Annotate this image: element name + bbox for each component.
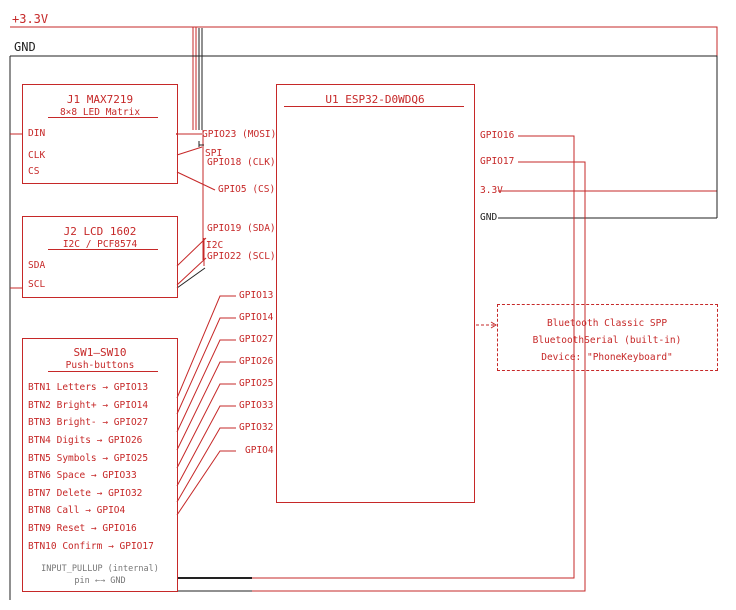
wire-sda — [176, 237, 207, 267]
u1-title: U1 ESP32-D0WDQ6 — [325, 93, 425, 106]
wire-cs — [176, 171, 216, 191]
j2-pin-scl: SCL — [28, 279, 46, 290]
sw-button-10: BTN10 Confirm → GPIO17 — [28, 541, 154, 552]
gnd-rail-label: GND — [14, 40, 36, 54]
sw-button-9: BTN9 Reset → GPIO16 — [28, 523, 137, 534]
sw-note-gnd: pin ←→ GND — [74, 576, 126, 586]
vcc-rail-label: +3.3V — [12, 12, 49, 26]
sw-button-6: BTN6 Space → GPIO33 — [28, 470, 137, 481]
u1-pin-gpio32: GPIO32 — [239, 422, 274, 433]
btn-wire-7 — [176, 427, 236, 503]
wire-gpio16 — [177, 135, 575, 579]
j1-title-underline — [48, 117, 158, 118]
sw-button-1: BTN1 Letters → GPIO13 — [28, 382, 149, 393]
u1-pin-gpio4: GPIO4 — [245, 445, 274, 456]
u1-pin-gnd: GND — [480, 212, 498, 223]
u1-pin-gpio26: GPIO26 — [239, 356, 274, 367]
btn-wire-2 — [176, 317, 236, 415]
sw-title-underline — [48, 371, 158, 372]
j1-pin-din: DIN — [28, 128, 46, 139]
j2-lcd1602-box — [22, 216, 178, 298]
u1-pin-gpio17: GPIO17 — [480, 156, 515, 167]
u1-pin-gpio5: GPIO5 (CS) — [218, 184, 276, 195]
sw-button-8: BTN8 Call → GPIO4 — [28, 505, 126, 516]
btn-wire-1 — [176, 295, 236, 399]
bt-line-1: Bluetooth Classic SPP — [546, 318, 668, 329]
gnd-rail-wire — [10, 55, 718, 218]
u1-pin-gpio25: GPIO25 — [239, 378, 274, 389]
bt-line-3: Device: "PhoneKeyboard" — [541, 352, 673, 363]
u1-pin-gpio13: GPIO13 — [239, 290, 274, 301]
u1-pin-gpio14: GPIO14 — [239, 312, 274, 323]
btn-wire-3 — [176, 339, 236, 433]
j1-subtitle: 8×8 LED Matrix — [59, 107, 141, 118]
u1-pin-3v3: 3.3V — [480, 185, 503, 196]
u1-pin-gpio19: GPIO19 (SDA) — [207, 223, 276, 234]
j1-pin-cs: CS — [28, 166, 40, 177]
btn-wire-6 — [176, 405, 236, 487]
u1-pin-gpio18: GPIO18 (CLK) — [207, 157, 276, 168]
sw-button-2: BTN2 Bright+ → GPIO14 — [28, 400, 149, 411]
btn-wire-4 — [176, 361, 236, 451]
sw-button-5: BTN5 Symbols → GPIO25 — [28, 453, 149, 464]
u1-pin-gpio16: GPIO16 — [480, 130, 515, 141]
sw-title: SW1–SW10 — [73, 346, 127, 359]
u1-pin-gpio22: GPIO22 (SCL) — [207, 251, 276, 262]
u1-pin-gpio33: GPIO33 — [239, 400, 274, 411]
wire-gpio17 — [177, 161, 586, 592]
j1-max7219-box — [22, 84, 178, 184]
spi-bus-label: SPI — [205, 148, 223, 159]
wire-scl — [176, 257, 207, 286]
j2-title: J2 LCD 1602 — [63, 225, 137, 238]
j2-title-underline — [48, 249, 158, 250]
j1-pin-clk: CLK — [28, 150, 46, 161]
j2-subtitle: I2C / PCF8574 — [62, 239, 138, 250]
btn-wire-8 — [176, 450, 236, 516]
i2c-bus-label: I2C — [206, 240, 224, 251]
spi-mark — [198, 141, 204, 147]
u1-pin-gpio27: GPIO27 — [239, 334, 274, 345]
j1-title: J1 MAX7219 — [66, 93, 134, 106]
wire-clk — [176, 146, 203, 156]
u1-esp32-box — [276, 84, 475, 503]
bluetooth-box — [497, 304, 718, 371]
sw-button-4: BTN4 Digits → GPIO26 — [28, 435, 143, 446]
u1-pin-gpio23: GPIO23 (MOSI) — [202, 129, 277, 140]
btn-wire-5 — [176, 383, 236, 469]
bt-arrow — [490, 321, 497, 329]
sw-button-7: BTN7 Delete → GPIO32 — [28, 488, 143, 499]
switches-box — [22, 338, 178, 592]
sw-button-3: BTN3 Bright- → GPIO27 — [28, 417, 149, 428]
j2-pin-sda: SDA — [28, 260, 46, 271]
u1-title-underline — [284, 106, 464, 107]
sw-note-pullup: INPUT_PULLUP (internal) — [41, 564, 159, 574]
bt-line-2: BluetoothSerial (built-in) — [532, 335, 682, 346]
i2c-gnd-line — [176, 267, 206, 289]
sw-subtitle: Push-buttons — [65, 360, 135, 371]
